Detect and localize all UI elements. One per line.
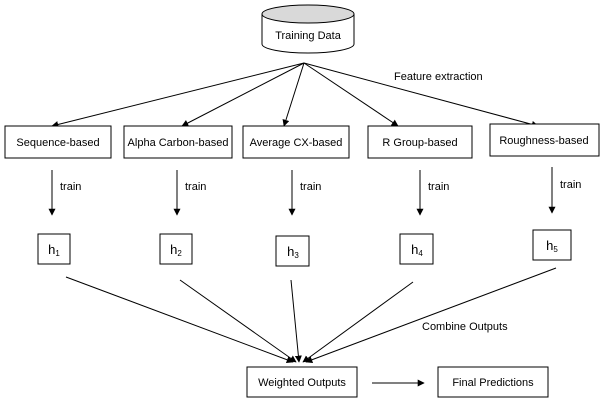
feature-box-rgroup — [367, 125, 473, 159]
training-data-node: Training Data — [261, 4, 355, 54]
feature-box-average — [242, 125, 350, 159]
feature-label-sequence: Sequence-based — [16, 137, 99, 149]
training-data-label: Training Data — [275, 30, 342, 42]
feature-box-alpha — [123, 125, 233, 159]
weighted-outputs-label: Weighted Outputs — [258, 377, 346, 389]
feature-arrows — [51, 62, 539, 128]
combine-outputs-label: Combine Outputs — [422, 321, 508, 333]
hypothesis-box-1 — [37, 233, 71, 265]
train-label-5: train — [560, 179, 581, 191]
hypothesis-label-4: h4 — [411, 242, 423, 258]
feature-label-average: Average CX-based — [250, 137, 343, 149]
hypothesis-box-4 — [399, 233, 434, 265]
hypothesis-box-3 — [275, 235, 310, 267]
feature-extraction-label: Feature extraction — [394, 71, 483, 83]
hypothesis-label-5: h5 — [546, 238, 558, 254]
feature-box-sequence — [4, 125, 112, 159]
hypothesis-label-3: h3 — [287, 244, 299, 260]
combine-arrows — [65, 267, 557, 364]
hypothesis-box-5 — [532, 229, 572, 261]
hypothesis-box-2 — [159, 233, 193, 265]
train-label-4: train — [428, 181, 449, 193]
hypothesis-label-2: h2 — [170, 242, 182, 258]
train-label-1: train — [60, 181, 81, 193]
train-arrows — [48, 167, 556, 216]
train-label-2: train — [185, 181, 206, 193]
feature-label-rgroup: R Group-based — [382, 137, 457, 149]
feature-label-alpha: Alpha Carbon-based — [128, 137, 229, 149]
weighted-outputs-box — [246, 366, 358, 398]
hypothesis-label-1: h1 — [48, 242, 60, 258]
train-label-3: train — [300, 181, 321, 193]
final-predictions-box — [437, 366, 549, 398]
feature-box-roughness — [489, 123, 600, 157]
final-predictions-label: Final Predictions — [452, 377, 534, 389]
feature-label-roughness: Roughness-based — [499, 135, 588, 147]
